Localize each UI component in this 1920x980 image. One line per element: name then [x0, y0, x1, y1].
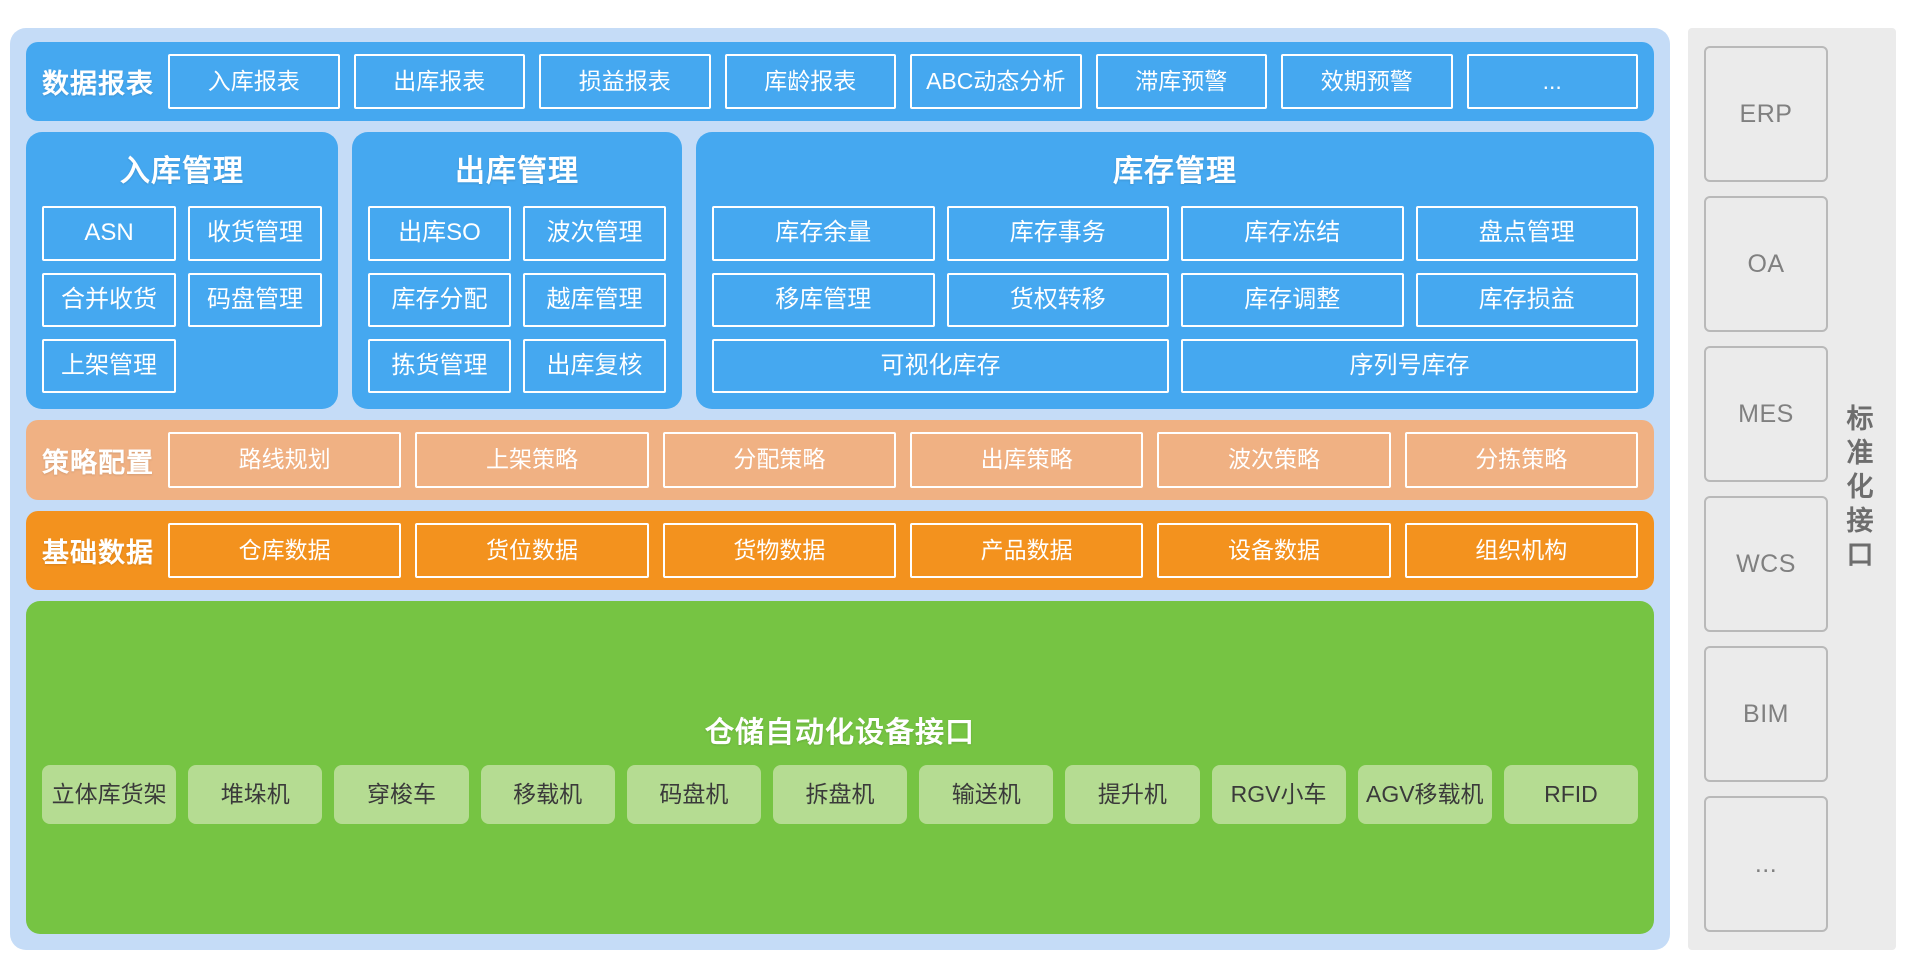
automation-device-interface-band: 仓储自动化设备接口 立体库货架 堆垛机 穿梭车 移载机 码盘机 拆盘机 输送机 … — [26, 601, 1654, 934]
inbound-cell-palletizing[interactable]: 码盘管理 — [188, 272, 322, 328]
sidebar-item-wcs[interactable]: WCS — [1704, 496, 1828, 632]
outbound-cell-crossdock[interactable]: 越库管理 — [523, 272, 666, 328]
device-item-stacker[interactable]: 堆垛机 — [188, 764, 323, 825]
device-item-rgv[interactable]: RGV小车 — [1211, 764, 1346, 825]
basic-item-goods[interactable]: 货物数据 — [662, 522, 896, 579]
report-item-stock-age[interactable]: 库龄报表 — [724, 54, 896, 110]
basic-data-band: 基础数据 仓库数据 货位数据 货物数据 产品数据 设备数据 组织机构 — [26, 510, 1654, 591]
report-item-slow-move[interactable]: 滞库预警 — [1095, 54, 1267, 110]
inventory-management-grid: 库存余量 库存事务 库存冻结 盘点管理 移库管理 货权转移 库存调整 库存损益 … — [712, 206, 1638, 394]
basic-item-product[interactable]: 产品数据 — [909, 522, 1144, 579]
device-item-rfid[interactable]: RFID — [1503, 764, 1639, 825]
inbound-management-title: 入库管理 — [120, 155, 244, 189]
standard-interface-items: ERP OA MES WCS BIM ... — [1704, 46, 1828, 932]
inbound-cell-putaway[interactable]: 上架管理 — [42, 339, 176, 394]
standard-interface-sidebar: ERP OA MES WCS BIM ... 标准化接口 — [1688, 28, 1896, 950]
outbound-cell-picking[interactable]: 拣货管理 — [368, 339, 511, 394]
inventory-cell-ownership[interactable]: 货权转移 — [946, 272, 1169, 328]
strategy-item-sorting[interactable]: 分拣策略 — [1404, 432, 1638, 488]
strategy-config-items: 路线规划 上架策略 分配策略 出库策略 波次策略 分拣策略 — [168, 432, 1638, 488]
inventory-cell-move[interactable]: 移库管理 — [712, 272, 935, 328]
outbound-management-title: 出库管理 — [455, 155, 579, 189]
sidebar-item-oa[interactable]: OA — [1704, 196, 1828, 332]
inventory-cell-transaction[interactable]: 库存事务 — [946, 206, 1169, 261]
outbound-cell-recheck[interactable]: 出库复核 — [523, 339, 666, 394]
inbound-row-2: 合并收货 码盘管理 — [42, 272, 322, 328]
outbound-row-1: 出库SO 波次管理 — [368, 206, 666, 261]
basic-data-title: 基础数据 — [42, 537, 154, 568]
inventory-cell-serial[interactable]: 序列号库存 — [1181, 339, 1638, 394]
outbound-cell-so[interactable]: 出库SO — [368, 206, 511, 261]
inventory-cell-balance[interactable]: 库存余量 — [712, 206, 935, 261]
device-item-transfer[interactable]: 移载机 — [480, 764, 615, 825]
inventory-cell-freeze[interactable]: 库存冻结 — [1181, 206, 1404, 261]
report-item-more[interactable]: ... — [1466, 54, 1638, 110]
outbound-row-2: 库存分配 越库管理 — [368, 272, 666, 328]
sidebar-item-erp[interactable]: ERP — [1704, 46, 1828, 182]
outbound-management-panel: 出库管理 出库SO 波次管理 库存分配 越库管理 拣货管理 出库复核 — [352, 132, 682, 410]
inbound-cell-receiving[interactable]: 收货管理 — [188, 206, 322, 261]
inventory-management-panel: 库存管理 库存余量 库存事务 库存冻结 盘点管理 移库管理 货权转移 库存调整 … — [696, 132, 1654, 410]
inventory-row-2: 移库管理 货权转移 库存调整 库存损益 — [712, 272, 1638, 328]
inventory-row-1: 库存余量 库存事务 库存冻结 盘点管理 — [712, 206, 1638, 261]
inventory-cell-visual[interactable]: 可视化库存 — [712, 339, 1169, 394]
sidebar-item-more[interactable]: ... — [1704, 796, 1828, 932]
strategy-config-title: 策略配置 — [42, 447, 154, 478]
outbound-cell-wave[interactable]: 波次管理 — [523, 206, 666, 261]
inventory-row-3: 可视化库存 序列号库存 — [712, 339, 1638, 394]
inventory-cell-pnl[interactable]: 库存损益 — [1415, 272, 1638, 328]
device-item-agv[interactable]: AGV移载机 — [1357, 764, 1492, 825]
report-item-inbound[interactable]: 入库报表 — [168, 54, 340, 110]
inbound-cell-empty — [188, 339, 322, 393]
strategy-config-band: 策略配置 路线规划 上架策略 分配策略 出库策略 波次策略 分拣策略 — [26, 420, 1654, 500]
inventory-cell-adjustment[interactable]: 库存调整 — [1181, 272, 1404, 328]
main-architecture-panel: 数据报表 入库报表 出库报表 损益报表 库龄报表 ABC动态分析 滞库预警 效期… — [10, 28, 1670, 950]
inbound-management-grid: ASN 收货管理 合并收货 码盘管理 上架管理 — [42, 206, 322, 394]
strategy-item-route[interactable]: 路线规划 — [168, 432, 402, 488]
device-item-lifter[interactable]: 提升机 — [1065, 764, 1200, 825]
inbound-management-panel: 入库管理 ASN 收货管理 合并收货 码盘管理 上架管理 — [26, 132, 338, 410]
automation-device-interface-title: 仓储自动化设备接口 — [704, 716, 975, 749]
inbound-cell-merge-receive[interactable]: 合并收货 — [42, 272, 176, 328]
device-item-depalletizer[interactable]: 拆盘机 — [772, 764, 908, 825]
inbound-cell-asn[interactable]: ASN — [42, 206, 176, 261]
inbound-row-3: 上架管理 — [42, 339, 322, 394]
strategy-item-putaway[interactable]: 上架策略 — [415, 432, 649, 488]
basic-item-warehouse[interactable]: 仓库数据 — [168, 522, 402, 579]
report-item-abc[interactable]: ABC动态分析 — [910, 54, 1082, 110]
data-report-items: 入库报表 出库报表 损益报表 库龄报表 ABC动态分析 滞库预警 效期预警 ..… — [168, 54, 1638, 110]
basic-item-equipment[interactable]: 设备数据 — [1157, 522, 1391, 579]
data-report-band: 数据报表 入库报表 出库报表 损益报表 库龄报表 ABC动态分析 滞库预警 效期… — [26, 42, 1654, 122]
device-item-palletizer[interactable]: 码盘机 — [626, 764, 761, 825]
report-item-pnl[interactable]: 损益报表 — [539, 54, 711, 110]
outbound-row-3: 拣货管理 出库复核 — [368, 339, 666, 394]
outbound-management-grid: 出库SO 波次管理 库存分配 越库管理 拣货管理 出库复核 — [368, 206, 666, 394]
strategy-item-outbound[interactable]: 出库策略 — [909, 432, 1144, 488]
device-item-conveyor[interactable]: 输送机 — [919, 764, 1054, 825]
device-item-shuttle[interactable]: 穿梭车 — [334, 764, 469, 825]
device-item-asrs-rack[interactable]: 立体库货架 — [42, 764, 177, 825]
basic-item-organization[interactable]: 组织机构 — [1404, 522, 1638, 579]
report-item-expiry[interactable]: 效期预警 — [1281, 54, 1453, 110]
data-report-title: 数据报表 — [42, 69, 154, 100]
strategy-item-allocation[interactable]: 分配策略 — [662, 432, 896, 488]
sidebar-item-bim[interactable]: BIM — [1704, 646, 1828, 782]
report-item-outbound[interactable]: 出库报表 — [353, 54, 525, 110]
standard-interface-label: 标准化接口 — [1842, 404, 1873, 574]
outbound-cell-allocation[interactable]: 库存分配 — [368, 272, 511, 328]
automation-device-items: 立体库货架 堆垛机 穿梭车 移载机 码盘机 拆盘机 输送机 提升机 RGV小车 … — [42, 764, 1639, 825]
strategy-item-wave[interactable]: 波次策略 — [1157, 432, 1391, 488]
management-columns: 入库管理 ASN 收货管理 合并收货 码盘管理 上架管理 — [26, 132, 1654, 410]
inventory-cell-stocktake[interactable]: 盘点管理 — [1415, 206, 1638, 261]
basic-data-items: 仓库数据 货位数据 货物数据 产品数据 设备数据 组织机构 — [168, 522, 1638, 579]
sidebar-item-mes[interactable]: MES — [1704, 346, 1828, 482]
inventory-management-title: 库存管理 — [1113, 155, 1237, 189]
inbound-row-1: ASN 收货管理 — [42, 206, 322, 261]
basic-item-location[interactable]: 货位数据 — [415, 522, 649, 579]
